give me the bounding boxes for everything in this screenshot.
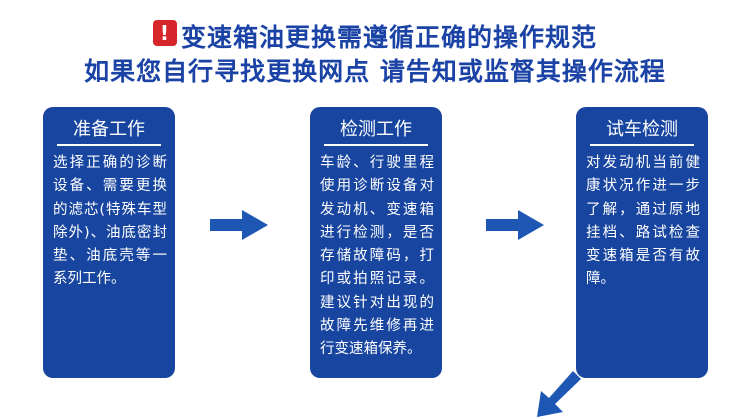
warning-icon: ! — [152, 20, 177, 46]
step-description: 选择正确的诊断设备、需要更换的滤芯(特殊车型除外)、油底密封垫、油底壳等一系列工… — [53, 155, 167, 288]
header-subtitle: 如果您自行寻找更换网点 请告知或监督其操作流程 — [84, 57, 666, 86]
step-title: 准备工作 — [73, 119, 145, 140]
step-description: 车龄、行驶里程使用诊断设备对发动机、变速箱进行检测，是否存储故障码，打印或拍照记… — [320, 155, 434, 358]
step-card-prepare: 准备工作 选择正确的诊断设备、需要更换的滤芯(特殊车型除外)、油底密封垫、油底壳… — [43, 107, 175, 378]
step-title: 检测工作 — [340, 119, 412, 140]
divider — [324, 144, 428, 146]
step-card-inspect: 检测工作 车龄、行驶里程使用诊断设备对发动机、变速箱进行检测，是否存储故障码，打… — [310, 107, 442, 378]
header-line-1: !变速箱油更换需遵循正确的操作规范 — [0, 18, 750, 54]
divider — [57, 144, 161, 146]
step-description: 对发动机当前健康状况作进一步了解，通过原地挂档、路试检查变速箱是否有故障。 — [586, 155, 700, 288]
step-title: 试车检测 — [606, 119, 678, 140]
right-arrow-icon — [210, 210, 268, 240]
divider — [590, 144, 694, 146]
header-title: 变速箱油更换需遵循正确的操作规范 — [180, 23, 597, 52]
down-left-arrow-icon — [537, 371, 581, 417]
step-card-test-drive: 试车检测 对发动机当前健康状况作进一步了解，通过原地挂档、路试检查变速箱是否有故… — [576, 107, 708, 378]
right-arrow-icon — [486, 210, 544, 240]
